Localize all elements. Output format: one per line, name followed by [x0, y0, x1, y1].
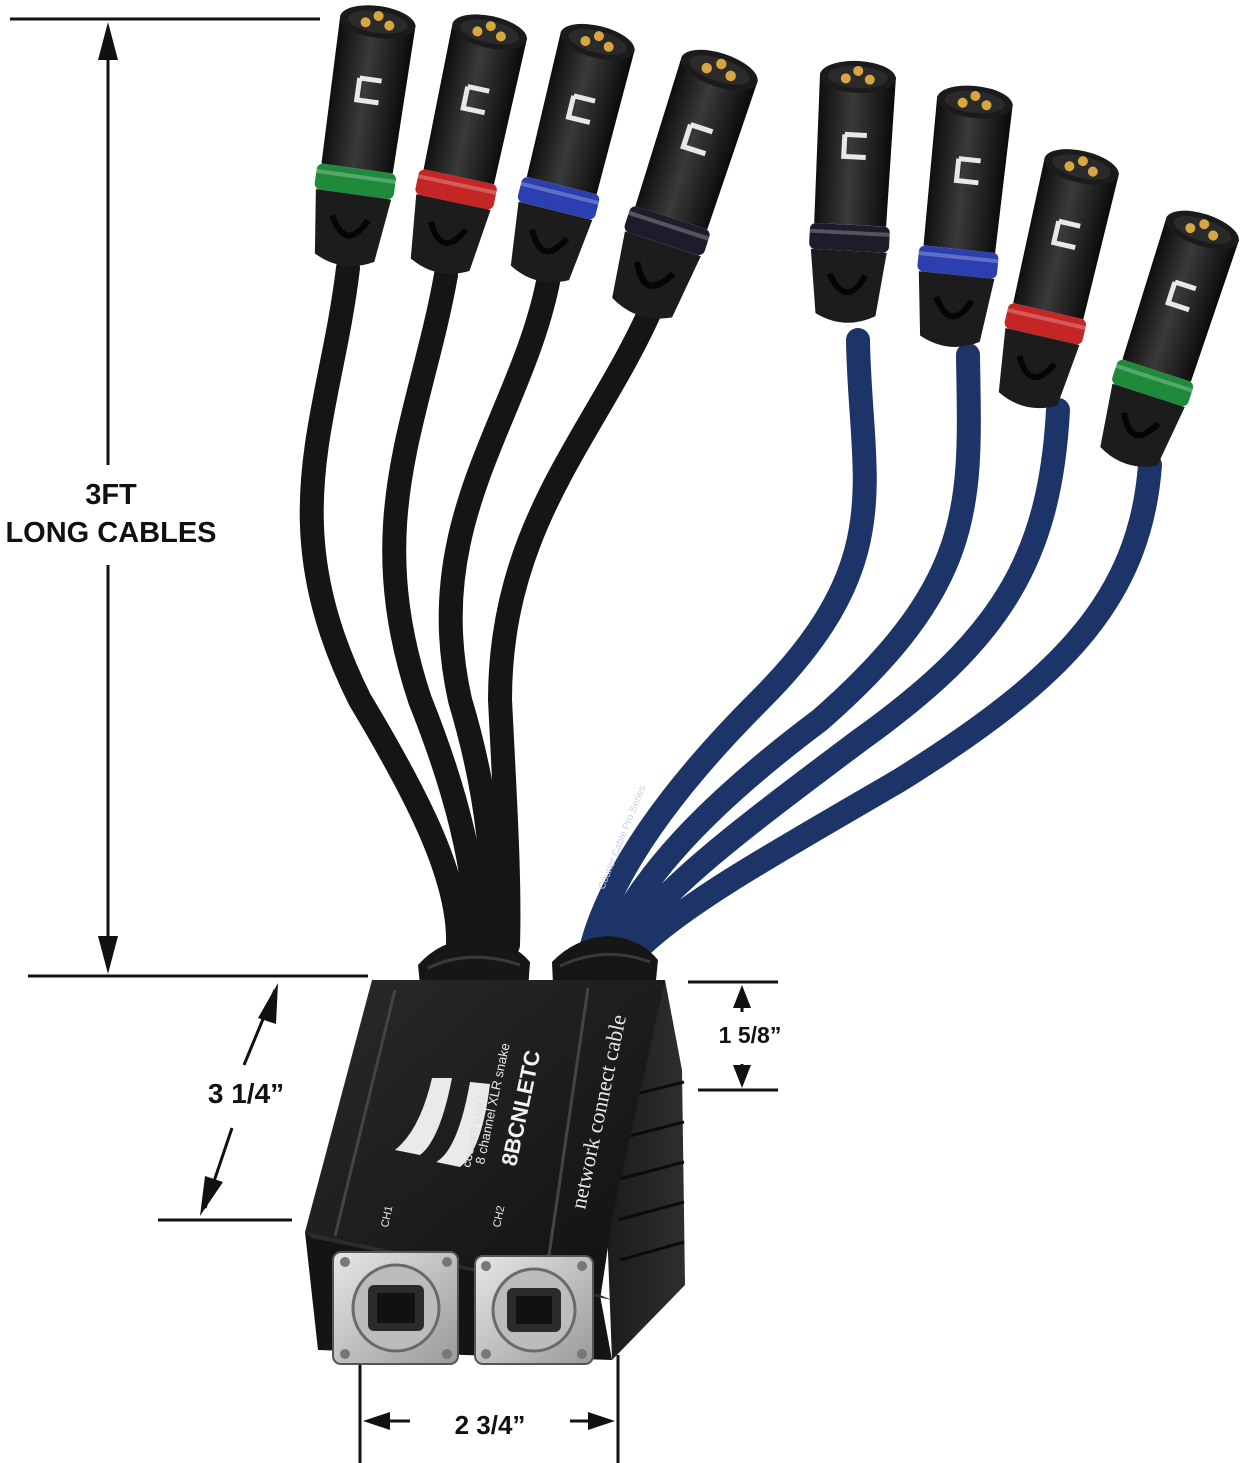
xlr-connector — [410, 14, 528, 274]
blue-cable — [614, 398, 1070, 957]
cable-length-line1: 3FT — [85, 479, 137, 511]
xlr-connector — [998, 149, 1120, 409]
cable-length-label: 3FT LONG CABLES — [0, 476, 222, 552]
xlr-connector — [510, 23, 635, 283]
brand-logo — [395, 1078, 490, 1167]
cable-glands — [418, 936, 658, 990]
xlr-connector — [314, 5, 416, 267]
cable-group — [299, 256, 1162, 957]
xlr-connector — [917, 85, 1013, 347]
box-width-label: 2 3/4” — [454, 1410, 526, 1440]
black-cable — [438, 270, 560, 957]
port-label-ch1: CH1 — [379, 1205, 395, 1229]
black-cable — [487, 288, 667, 957]
ethercon-port-ch2 — [474, 1255, 594, 1365]
black-cable — [299, 256, 471, 957]
blue-cable — [580, 328, 877, 957]
black-cable — [382, 263, 489, 957]
box-height-label: 3 1/4” — [207, 1078, 285, 1109]
blue-cable — [598, 343, 981, 957]
ethercon-port-ch1 — [332, 1251, 459, 1365]
box-depth-label: 1 5/8” — [718, 1022, 782, 1048]
cable-length-line2: LONG CABLES — [5, 517, 217, 549]
port-label-ch2: CH2 — [491, 1205, 507, 1229]
xlr-connector — [612, 49, 758, 319]
blue-cable — [630, 453, 1162, 957]
xlr-connector — [809, 60, 896, 323]
xlr-connectors — [314, 5, 1240, 467]
dimension-lines — [10, 17, 778, 1463]
xlr-connector — [1100, 210, 1240, 467]
